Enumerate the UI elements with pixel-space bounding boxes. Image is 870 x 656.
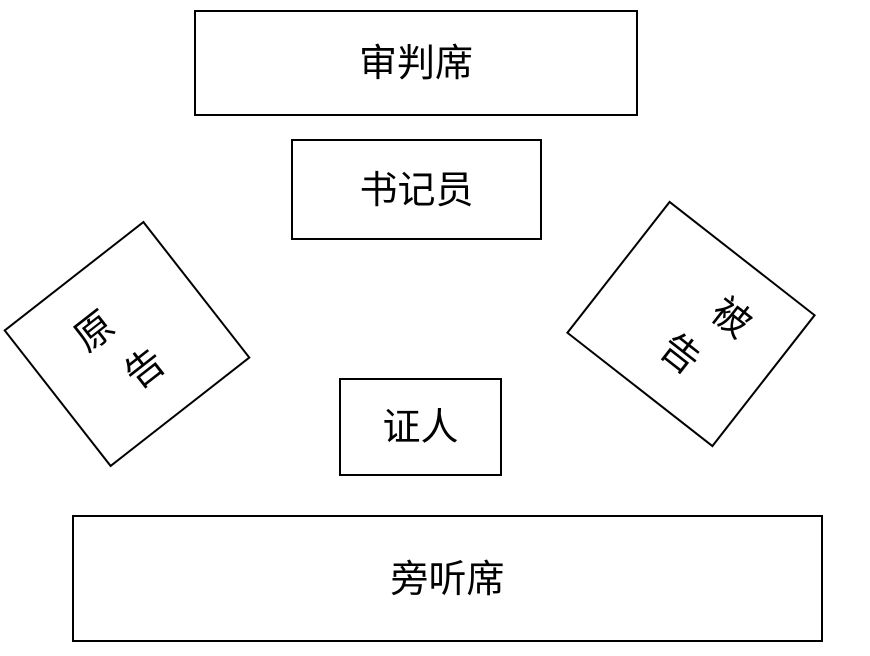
clerk-box: 书记员 [291, 139, 542, 240]
plaintiff-label-char-2: 告 [116, 339, 174, 398]
clerk-label: 书记员 [359, 167, 474, 212]
plaintiff-label-char-1: 原 [65, 302, 123, 361]
gallery-label: 旁听席 [390, 556, 505, 601]
gallery-box: 旁听席 [72, 515, 823, 642]
defendant-label-char-1: 被 [703, 288, 761, 347]
plaintiff-box: 原 告 [3, 220, 251, 468]
witness-box: 证人 [339, 378, 502, 476]
defendant-label-char-2: 告 [651, 324, 709, 383]
witness-label: 证人 [382, 405, 459, 449]
judge-bench-box: 审判席 [194, 10, 638, 116]
judge-bench-label: 审判席 [358, 41, 473, 85]
defendant-label: 被 告 [640, 269, 761, 392]
defendant-box: 被 告 [565, 200, 817, 448]
plaintiff-label: 原 告 [54, 294, 174, 416]
